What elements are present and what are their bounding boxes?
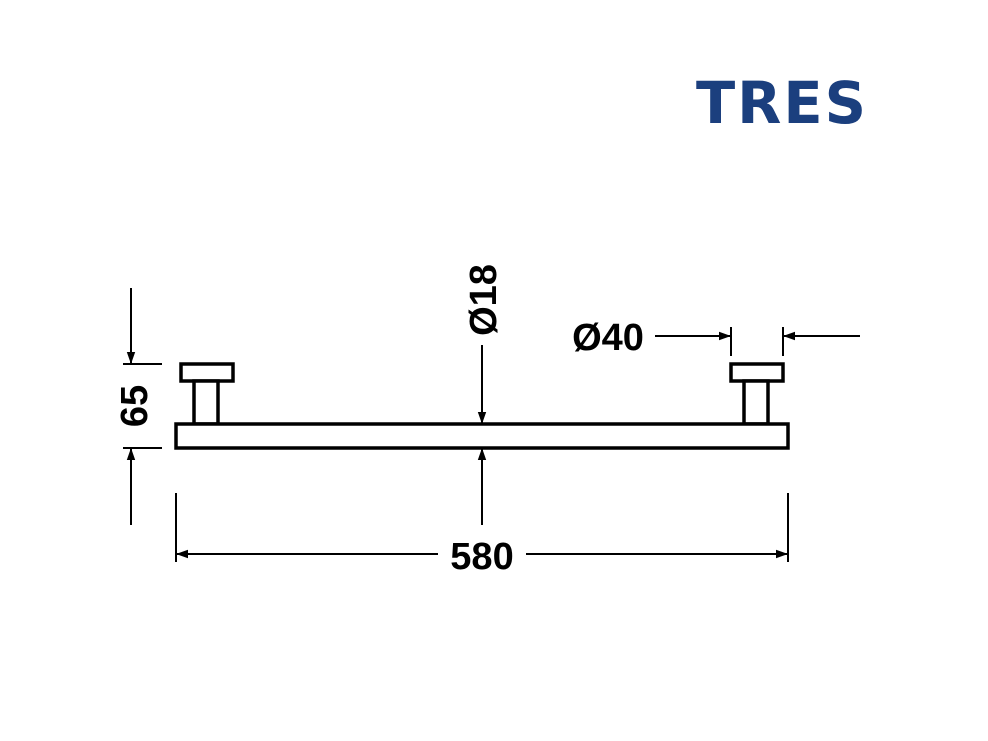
right-mount-post — [742, 379, 770, 426]
height-dimension: 65 — [114, 288, 162, 525]
height-label: 65 — [114, 385, 156, 427]
towel-bar-outline — [174, 362, 790, 450]
length-dimension: 580 — [175, 493, 789, 578]
tres-logo: TRES — [696, 69, 868, 137]
bar-body — [174, 422, 790, 450]
length-label: 580 — [450, 536, 513, 578]
logo-text: TRES — [696, 69, 868, 137]
base-diameter-dimension: Ø40 — [572, 317, 860, 359]
left-mount-cap — [179, 362, 235, 383]
bar-diameter-label: Ø18 — [463, 264, 505, 336]
base-diameter-label: Ø40 — [572, 317, 644, 359]
left-mount-post — [192, 379, 220, 426]
right-mount-cap — [729, 362, 785, 383]
bar-diameter-dimension: Ø18 — [463, 264, 505, 525]
